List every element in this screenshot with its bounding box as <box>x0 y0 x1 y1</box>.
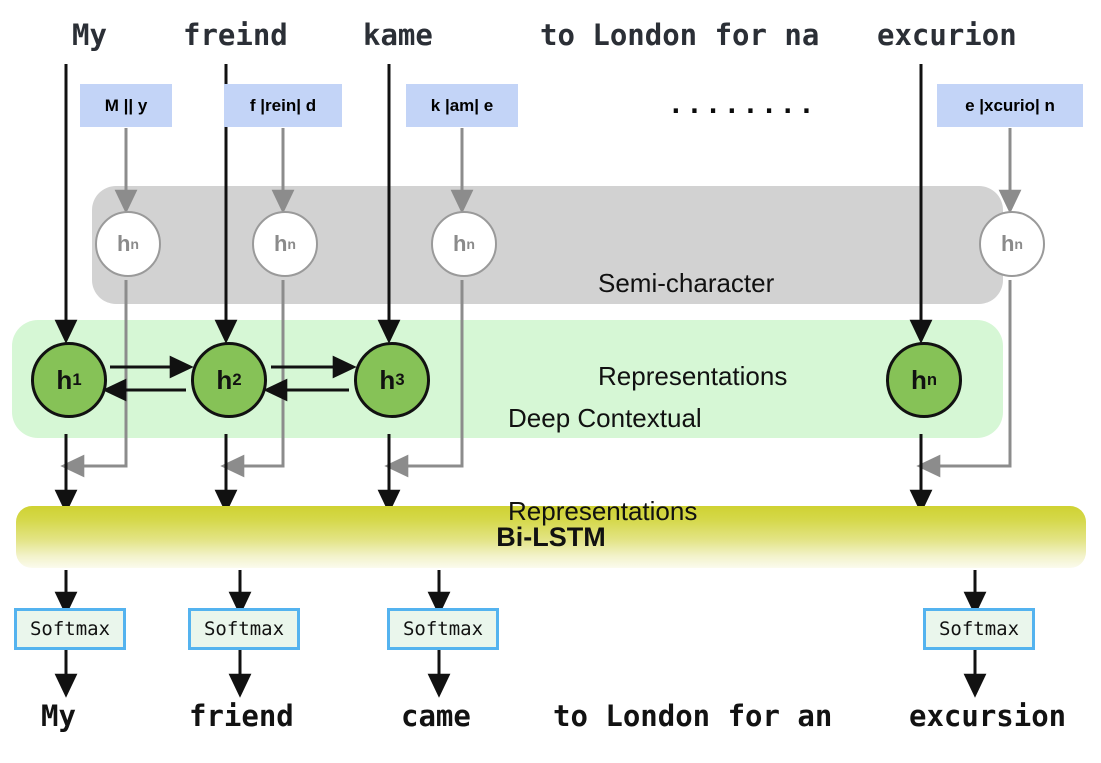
deep-node-h1-label: h <box>56 364 73 395</box>
semi-char-node-2-sub: n <box>287 236 297 252</box>
output-word-excursion: excursion <box>909 699 1067 733</box>
semi-char-node-4-label: h <box>1000 231 1015 256</box>
semi-char-node-1-sub: n <box>130 236 140 252</box>
semi-char-chip-1: M || y <box>80 84 172 127</box>
band-deep-contextual-title: Deep Contextual Representations <box>508 341 702 589</box>
band-semi-character-title: Semi-character Representations <box>598 206 787 454</box>
semi-char-node-1-label: h <box>116 231 131 256</box>
semi-char-chip-3: k |am| e <box>406 84 518 127</box>
band-deep-contextual <box>12 320 1003 438</box>
deep-node-h2-sub: 2 <box>232 370 242 389</box>
input-phrase-london: to London for na <box>540 18 820 52</box>
band-deep-contextual-title-line2: Representations <box>508 496 698 526</box>
semi-char-chip-2: f |rein| d <box>224 84 342 127</box>
bilstm-label: Bi-LSTM <box>496 521 606 552</box>
deep-node-h3-sub: 3 <box>395 370 405 389</box>
semi-char-node-3-label: h <box>452 231 467 256</box>
deep-node-hn-sub: n <box>926 370 938 389</box>
input-word-kame: kame <box>363 18 433 52</box>
semi-char-node-3-sub: n <box>466 236 476 252</box>
deep-node-hn-label: h <box>910 364 927 395</box>
band-semi-character-title-line1: Semi-character <box>598 268 775 298</box>
deep-node-h2-label: h <box>216 364 233 395</box>
output-word-friend: friend <box>189 699 294 733</box>
output-word-my: My <box>41 699 76 733</box>
semi-char-node-4-sub: n <box>1014 236 1024 252</box>
input-word-my: My <box>72 18 107 52</box>
semi-char-chip-4: e |xcurio| n <box>937 84 1083 127</box>
output-phrase-london: to London for an <box>553 699 833 733</box>
band-semi-character <box>92 186 1003 304</box>
input-word-freind: freind <box>183 18 288 52</box>
deep-node-h1-sub: 1 <box>72 370 82 389</box>
semi-char-node-2-label: h <box>273 231 288 256</box>
band-semi-character-title-line2: Representations <box>598 361 788 391</box>
bilstm-bar: Bi-LSTM <box>16 506 1086 568</box>
ellipsis-dots: ........ <box>668 90 818 120</box>
deep-node-h3-label: h <box>379 364 396 395</box>
input-word-excurion: excurion <box>877 18 1017 52</box>
band-deep-contextual-title-line1: Deep Contextual <box>508 403 702 433</box>
output-word-came: came <box>401 699 471 733</box>
